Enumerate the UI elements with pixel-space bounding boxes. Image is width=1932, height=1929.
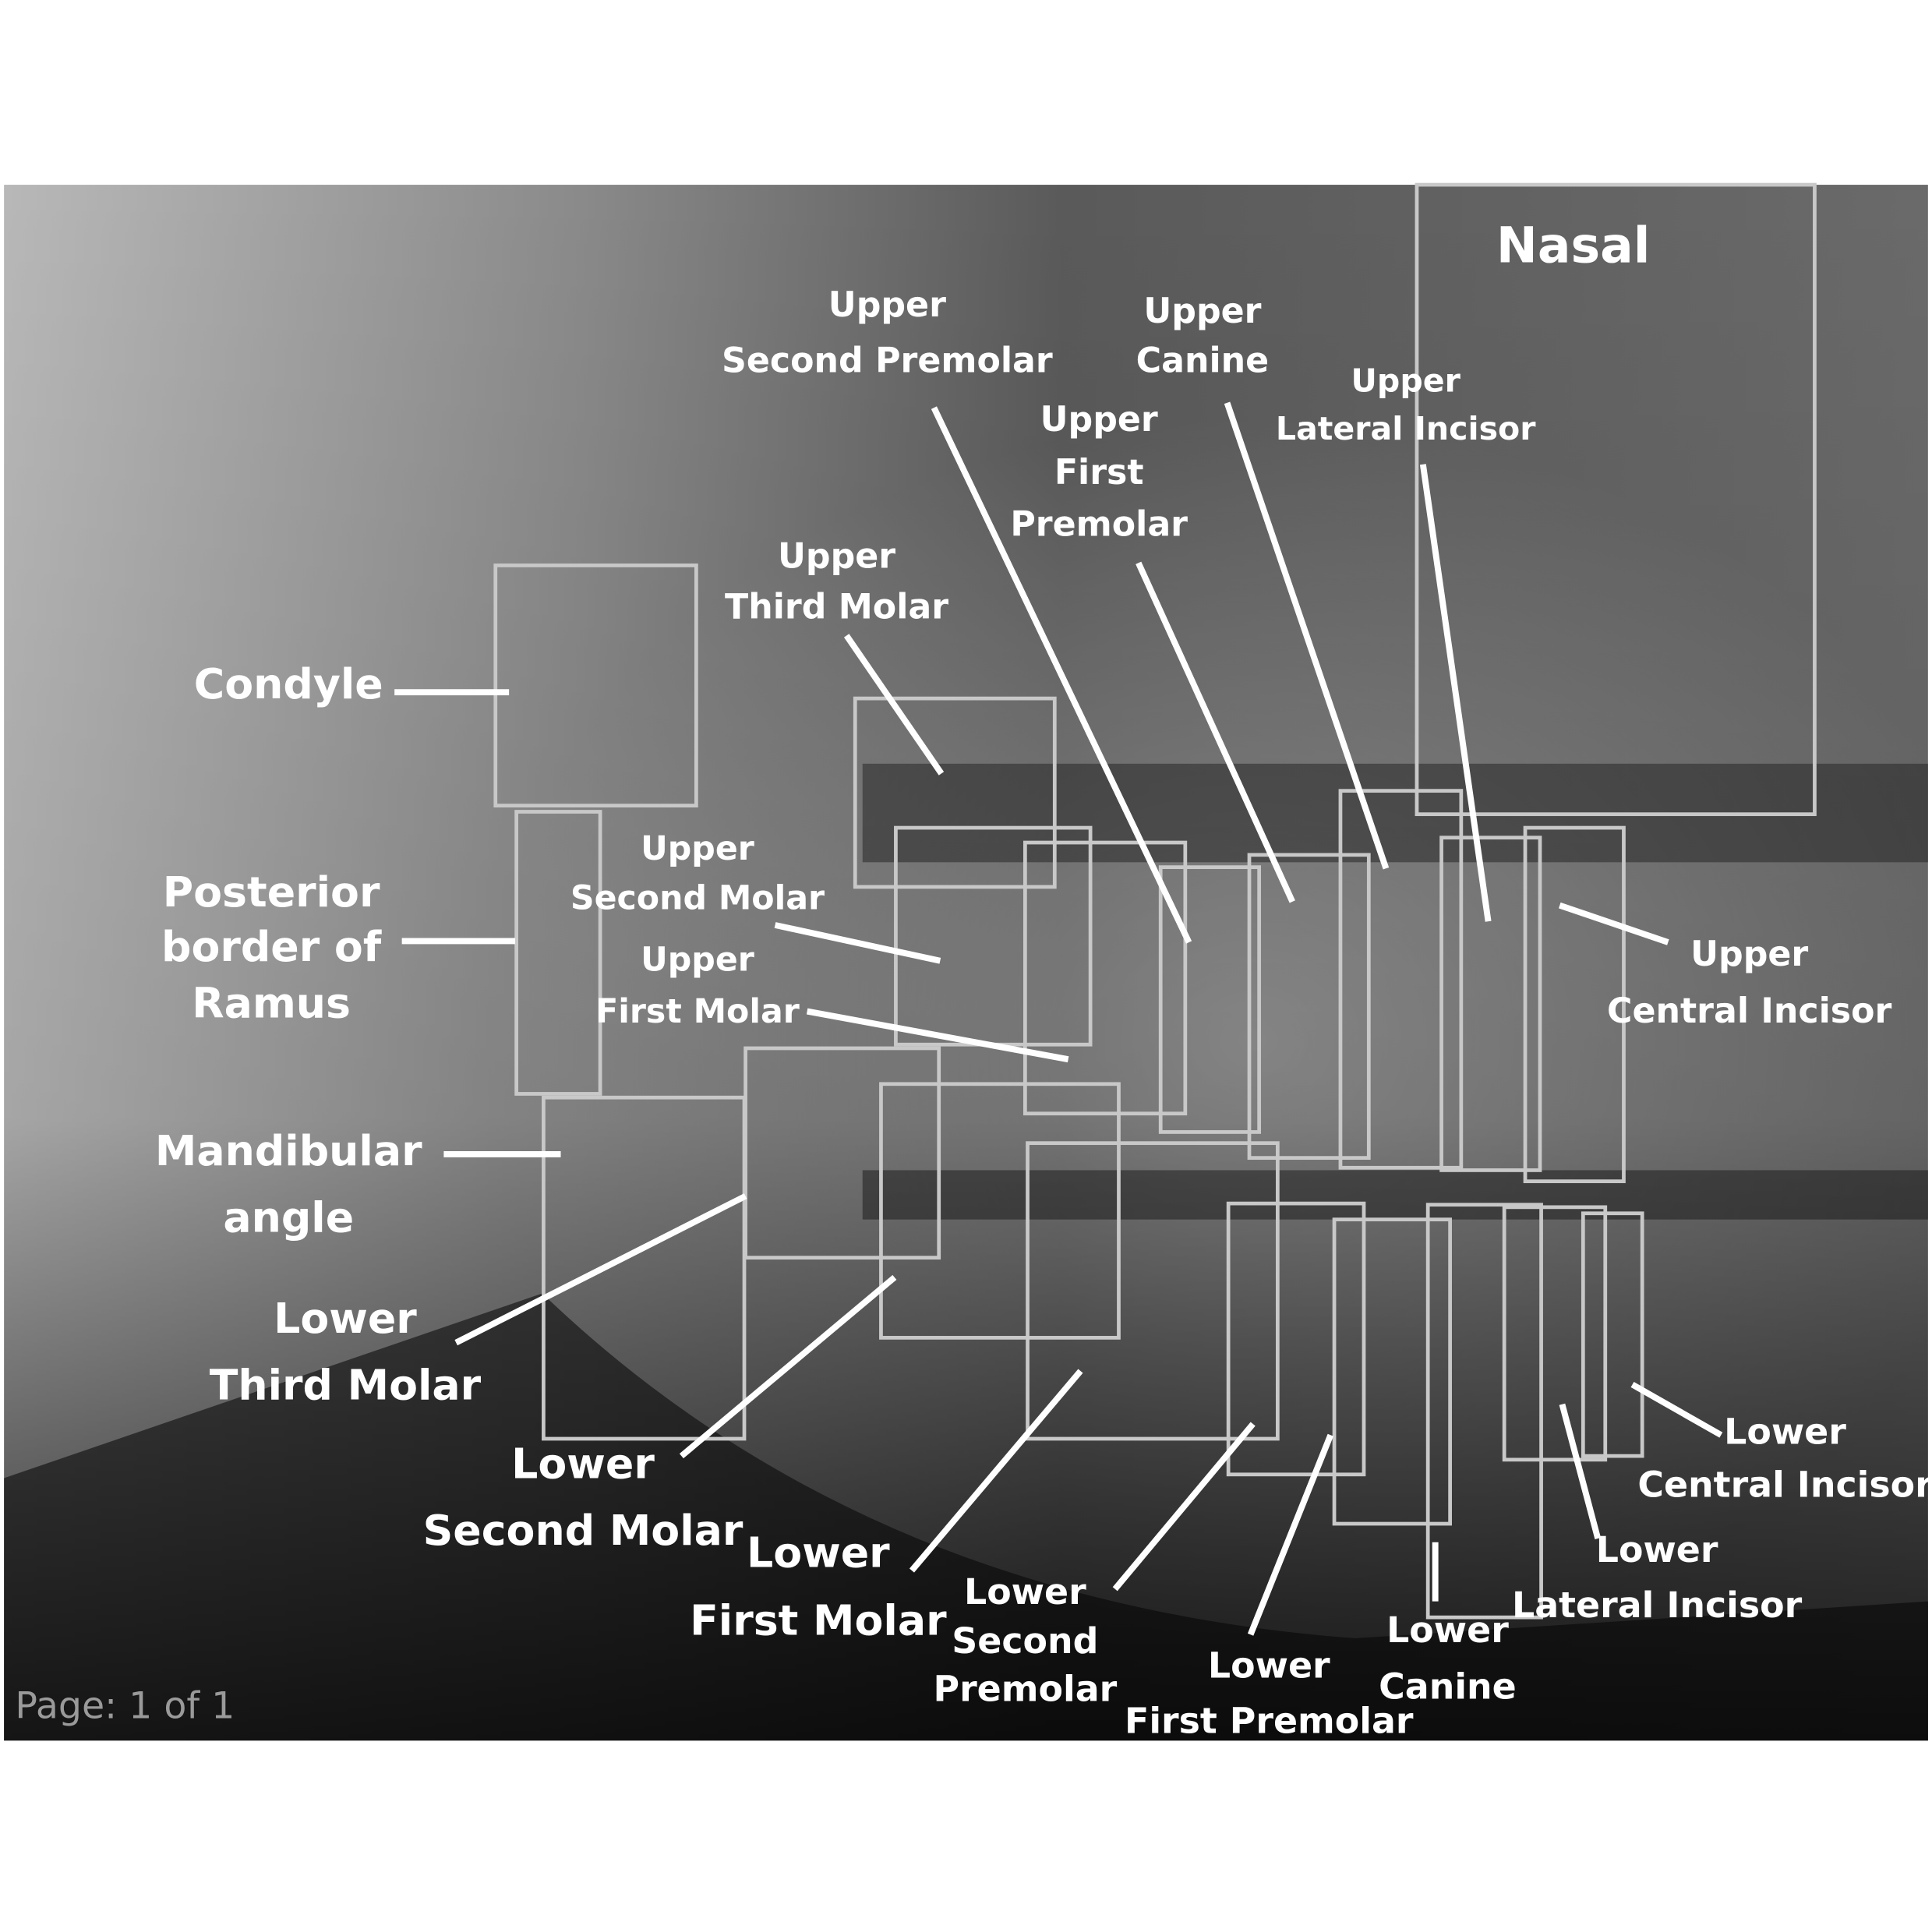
upper-first-premolar-leader-line: [1136, 561, 1295, 903]
label-line: Third Molar: [210, 1360, 482, 1409]
label-line: First: [1054, 453, 1144, 493]
label-line: Lateral Incisor: [1276, 410, 1536, 447]
label-line: Canine: [1379, 1665, 1517, 1707]
page-indicator: Page: 1 of 1: [15, 1685, 235, 1728]
label-line: Lower: [964, 1570, 1086, 1613]
mandibular-angle-label: Mandibular angle: [155, 1126, 422, 1242]
label-line: Lower: [1208, 1645, 1330, 1687]
label-line: Upper: [641, 940, 754, 979]
label-line: Lower: [511, 1440, 655, 1489]
label-line: Upper: [1690, 934, 1808, 974]
lower-first-premolar-bounding-box: [1332, 1217, 1452, 1526]
label-line: Upper: [1040, 400, 1158, 440]
lower-first-premolar-leader-line: [1247, 1433, 1333, 1636]
label-line: Second: [952, 1620, 1098, 1662]
upper-second-premolar-bounding-box: [1158, 865, 1262, 1134]
label-line: First Molar: [595, 992, 800, 1031]
upper-canine-bounding-box: [1338, 789, 1464, 1170]
upper-first-molar-bounding-box: [1023, 840, 1188, 1116]
label-line: Upper: [778, 537, 895, 577]
label-line: Mandibular: [155, 1126, 422, 1175]
upper-central-incisor-bounding-box: [1523, 825, 1626, 1184]
condyle-bounding-box: [493, 564, 698, 807]
label-line: Central Incisor: [1607, 991, 1891, 1031]
upper-lateral-incisor-bounding-box: [1439, 836, 1542, 1172]
upper-second-premolar-leader-line: [931, 406, 1192, 944]
lower-canine-bounding-box: [1425, 1203, 1543, 1620]
label-line: Lower: [274, 1294, 417, 1343]
label-line: Posterior: [163, 867, 380, 917]
nasal-label: Nasal: [1496, 217, 1650, 274]
label-line: Second Molar: [423, 1506, 743, 1555]
label-line: border of: [161, 922, 382, 971]
label-line: Condyle: [194, 659, 383, 708]
lower-central-incisor-leader-line: [1630, 1382, 1723, 1438]
lower-third-molar-leader-line: [454, 1193, 747, 1346]
label-line: Premolar: [933, 1668, 1117, 1710]
lower-lateral-incisor-leader-line: [1559, 1403, 1602, 1540]
upper-central-incisor-leader-line: [1559, 902, 1669, 945]
mandibular-angle-bounding-box: [542, 1095, 747, 1441]
lower-first-molar-leader-line: [909, 1369, 1083, 1573]
label-line: Canine: [1136, 341, 1270, 380]
lower-second-premolar-leader-line: [1112, 1422, 1256, 1592]
label-line: Lower: [1596, 1528, 1718, 1570]
label-line: Upper: [828, 285, 946, 325]
label-line: Second Molar: [570, 878, 825, 917]
nasal-bounding-box: [1415, 182, 1817, 817]
lower-central-incisor-bounding-box: [1581, 1211, 1644, 1458]
upper-first-molar-leader-line: [806, 1008, 1069, 1063]
lower-third-molar-bounding-box: [743, 1046, 941, 1260]
label-line: Central Incisor: [1637, 1463, 1932, 1505]
label-line: Upper: [641, 829, 754, 868]
lower-first-molar-bounding-box: [1026, 1141, 1280, 1441]
condyle-label: Condyle: [194, 659, 383, 708]
label-line: Lower: [747, 1528, 890, 1577]
label-line: Lower: [1724, 1410, 1846, 1452]
lower-second-premolar-bounding-box: [1226, 1201, 1366, 1477]
label-line: angle: [223, 1192, 354, 1242]
label-line: Upper: [1351, 362, 1461, 400]
label-line: Second Premolar: [722, 341, 1053, 380]
label-line: Third Molar: [725, 587, 948, 627]
upper-lateral-incisor-leader-line: [1419, 464, 1492, 922]
label-line: Ramus: [192, 978, 351, 1027]
xray-image: [4, 185, 1928, 1741]
upper-third-molar-bounding-box: [853, 696, 1057, 889]
upper-second-molar-leader-line: [774, 922, 941, 964]
label-line: Nasal: [1496, 217, 1650, 274]
label-line: Upper: [1143, 291, 1261, 331]
lower-second-molar-leader-line: [679, 1274, 897, 1459]
label-line: Lower: [1386, 1609, 1509, 1651]
upper-third-molar-leader-line: [843, 634, 945, 775]
posterior-border-of-ramus-label: Posterior border of Ramus: [161, 867, 382, 1027]
label-line: First Molar: [690, 1595, 947, 1645]
upper-canine-leader-line: [1224, 401, 1390, 870]
posterior-border-of-ramus-bounding-box: [514, 810, 602, 1096]
lower-second-molar-bounding-box: [879, 1082, 1121, 1340]
label-line: Premolar: [1010, 505, 1188, 545]
upper-first-premolar-bounding-box: [1247, 853, 1371, 1161]
label-line: First Premolar: [1125, 1700, 1414, 1742]
lower-lateral-incisor-bounding-box: [1502, 1205, 1608, 1462]
label-line: Lateral Incisor: [1512, 1584, 1803, 1626]
